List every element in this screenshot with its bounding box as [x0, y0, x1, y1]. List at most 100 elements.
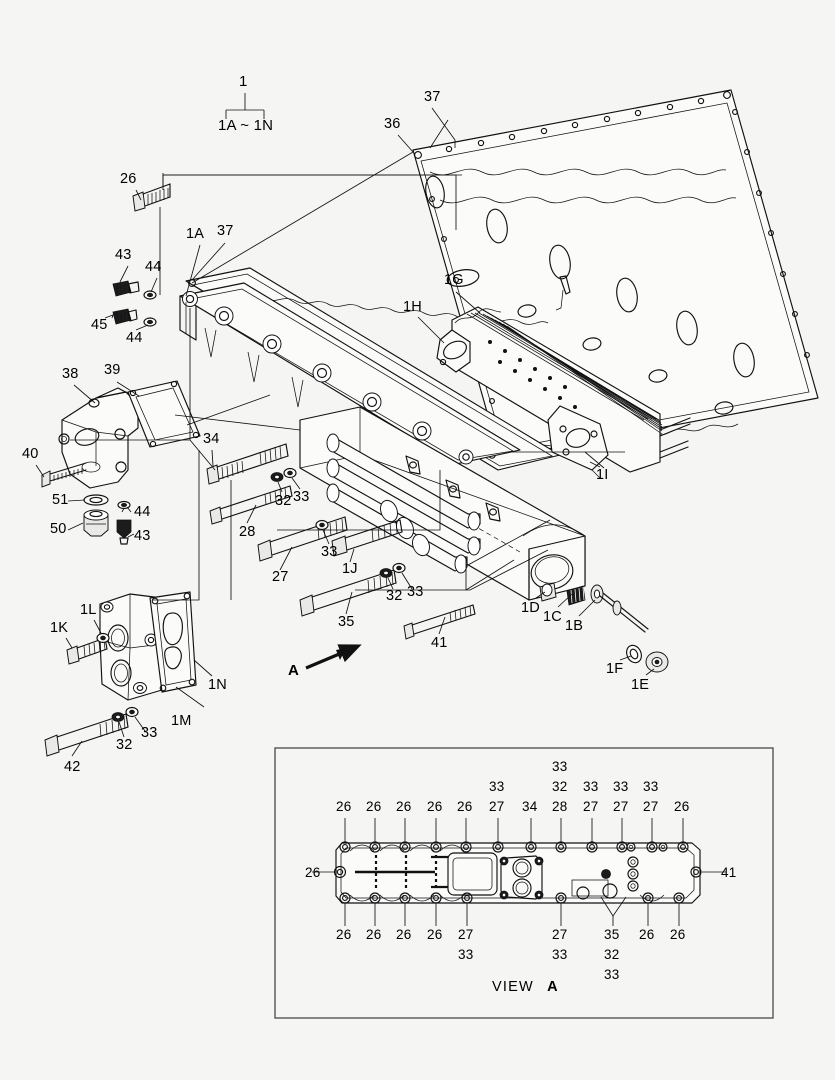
callout-28: 28 — [239, 524, 256, 540]
callout-group-1: 1 — [239, 73, 248, 90]
view-a-bottom-callout: 26 — [427, 927, 443, 942]
cooler-tube — [326, 433, 481, 531]
view-a-bottom-callout: 27 — [552, 927, 568, 942]
callout-26-top: 26 — [120, 171, 137, 187]
callout-1M: 1M — [171, 713, 192, 729]
callout-1J: 1J — [342, 561, 358, 577]
callout-44-lower: 44 — [126, 330, 143, 346]
view-a-top-callout: 32 — [552, 779, 568, 794]
washer-44-mid — [117, 500, 131, 510]
thermostat-housing-38 — [58, 387, 141, 489]
washer-32 — [379, 568, 393, 578]
callout-37-left: 37 — [217, 223, 234, 239]
callout-1I: 1I — [596, 467, 609, 483]
callout-1K: 1K — [50, 620, 69, 636]
view-a-top-callout: 26 — [674, 799, 690, 814]
view-a-bottom-callout: 26 — [639, 927, 655, 942]
callout-1N: 1N — [208, 677, 227, 693]
leader-lines — [35, 107, 655, 757]
view-a-bottom-callout: 26 — [396, 927, 412, 942]
callout-1F: 1F — [606, 661, 624, 677]
callout-44-mid: 44 — [134, 504, 151, 520]
callout-38: 38 — [62, 366, 79, 382]
callout-40: 40 — [22, 446, 39, 462]
washer-33 — [283, 467, 297, 479]
view-a-gasket-plan — [333, 841, 702, 917]
callout-39: 39 — [104, 362, 121, 378]
plug-43-upper — [112, 280, 140, 297]
callout-33-b: 33 — [321, 544, 338, 560]
callout-36: 36 — [384, 116, 401, 132]
callout-35: 35 — [338, 614, 355, 630]
oring-1F — [626, 644, 642, 664]
callout-1D: 1D — [521, 600, 540, 616]
callout-43-lower: 43 — [134, 528, 151, 544]
view-a-bottom-callout: 32 — [604, 947, 620, 962]
callout-37-top: 37 — [424, 89, 441, 105]
washer-1L — [96, 632, 110, 644]
view-a-bottom-callout: 27 — [458, 927, 474, 942]
view-a-top-callout: 26 — [457, 799, 473, 814]
view-a-bottom-callout: 26 — [336, 927, 352, 942]
callout-45: 45 — [91, 317, 108, 333]
bolt-27 — [257, 516, 348, 562]
callout-44-upper: 44 — [145, 259, 162, 275]
callout-34: 34 — [203, 431, 220, 447]
callout-32-c: 32 — [116, 737, 133, 753]
callout-51: 51 — [52, 492, 69, 508]
view-a-title-letter: A — [547, 979, 559, 995]
stud-34 — [206, 443, 289, 485]
view-a-right-label: 41 — [721, 865, 737, 880]
section-arrow-a — [305, 644, 362, 670]
callout-27: 27 — [272, 569, 289, 585]
view-a-top-callout: 33 — [583, 779, 599, 794]
callout-1E: 1E — [631, 677, 650, 693]
callout-41: 41 — [431, 635, 448, 651]
view-a-top-callout: 33 — [643, 779, 659, 794]
oil-cooler-cover-1A — [179, 282, 521, 465]
view-a-top-callout: 34 — [522, 799, 538, 814]
washer-32-left — [111, 712, 125, 722]
drain-nut-50 — [83, 509, 109, 537]
callout-1B: 1B — [565, 618, 584, 634]
view-a-top-callout: 33 — [613, 779, 629, 794]
routed-leaders — [70, 174, 625, 601]
callout-1C: 1C — [543, 609, 562, 625]
bolt-1J — [331, 519, 403, 557]
washer-44-upper — [143, 290, 157, 300]
view-a-bottom-callout: 26 — [670, 927, 686, 942]
callout-33-c: 33 — [407, 584, 424, 600]
callout-1L: 1L — [80, 602, 97, 618]
view-a-top-callout: 26 — [396, 799, 412, 814]
callout-32-b: 32 — [386, 588, 403, 604]
plug-1D — [539, 582, 557, 602]
view-a-title: VIEW A — [492, 980, 559, 995]
section-arrow-label: A — [288, 662, 300, 679]
cooler-tube — [326, 458, 481, 556]
bolt-40 — [41, 462, 87, 488]
bolt-26 — [132, 183, 171, 212]
view-a-top-callout: 28 — [552, 799, 568, 814]
view-a-leader-lines — [312, 818, 726, 926]
view-a-top-callout: 33 — [489, 779, 505, 794]
callout-32-a: 32 — [275, 493, 292, 509]
view-a-top-callout: 27 — [613, 799, 629, 814]
view-a-left-label: 26 — [305, 865, 321, 880]
stud-41 — [403, 604, 476, 640]
washer-33 — [392, 562, 406, 574]
callout-1A: 1A — [186, 226, 205, 242]
view-a-bottom-callout: 33 — [552, 947, 568, 962]
view-a-top-callout: 26 — [427, 799, 443, 814]
bolt-28 — [209, 485, 293, 525]
spring-1C — [566, 585, 586, 606]
callout-33-a: 33 — [293, 489, 310, 505]
plug-45 — [112, 308, 138, 325]
group-bracket — [225, 93, 265, 119]
view-a-frame — [274, 747, 774, 1019]
washer-44-lower — [143, 317, 157, 327]
washer-32 — [270, 472, 284, 482]
plug-1E — [645, 651, 669, 673]
callout-1G: 1G — [444, 272, 464, 288]
